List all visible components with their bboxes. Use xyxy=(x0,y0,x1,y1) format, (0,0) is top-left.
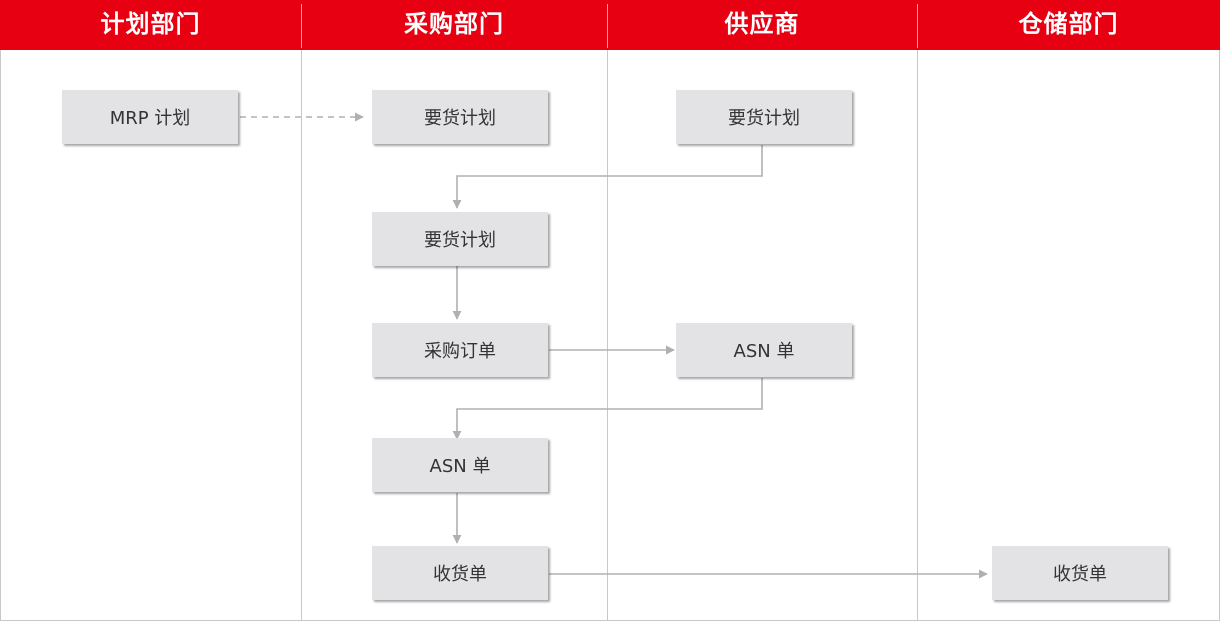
lane-header-divider xyxy=(301,4,302,48)
lane-divider xyxy=(917,50,918,621)
lane-title-planning: 计划部门 xyxy=(100,10,201,38)
lane-divider xyxy=(607,50,608,621)
lane-header-divider xyxy=(917,4,918,48)
node-asn-supplier: ASN 单 xyxy=(676,323,852,377)
lane-header-bar xyxy=(0,0,1220,50)
lane-title-warehouse: 仓储部门 xyxy=(1018,10,1119,38)
lane-header-divider xyxy=(607,4,608,48)
edge-supplier-asn-to-asn xyxy=(452,378,763,440)
node-receipt-warehouse: 收货单 xyxy=(992,546,1168,600)
lane-title-supplier: 供应商 xyxy=(724,10,800,38)
node-purchase-order: 采购订单 xyxy=(372,323,548,377)
node-asn-purchasing: ASN 单 xyxy=(372,438,548,492)
lane-title-purchasing: 采购部门 xyxy=(404,10,504,38)
node-mrp-plan: MRP 计划 xyxy=(62,90,238,144)
node-demand-plan-supplier: 要货计划 xyxy=(676,90,852,144)
node-receipt-purchasing: 收货单 xyxy=(372,546,548,600)
lane-divider xyxy=(301,50,302,621)
node-demand-plan-purchasing: 要货计划 xyxy=(372,90,548,144)
node-demand-plan-confirmed: 要货计划 xyxy=(372,212,548,266)
edge-supplier-plan-to-demand-plan xyxy=(452,145,763,209)
